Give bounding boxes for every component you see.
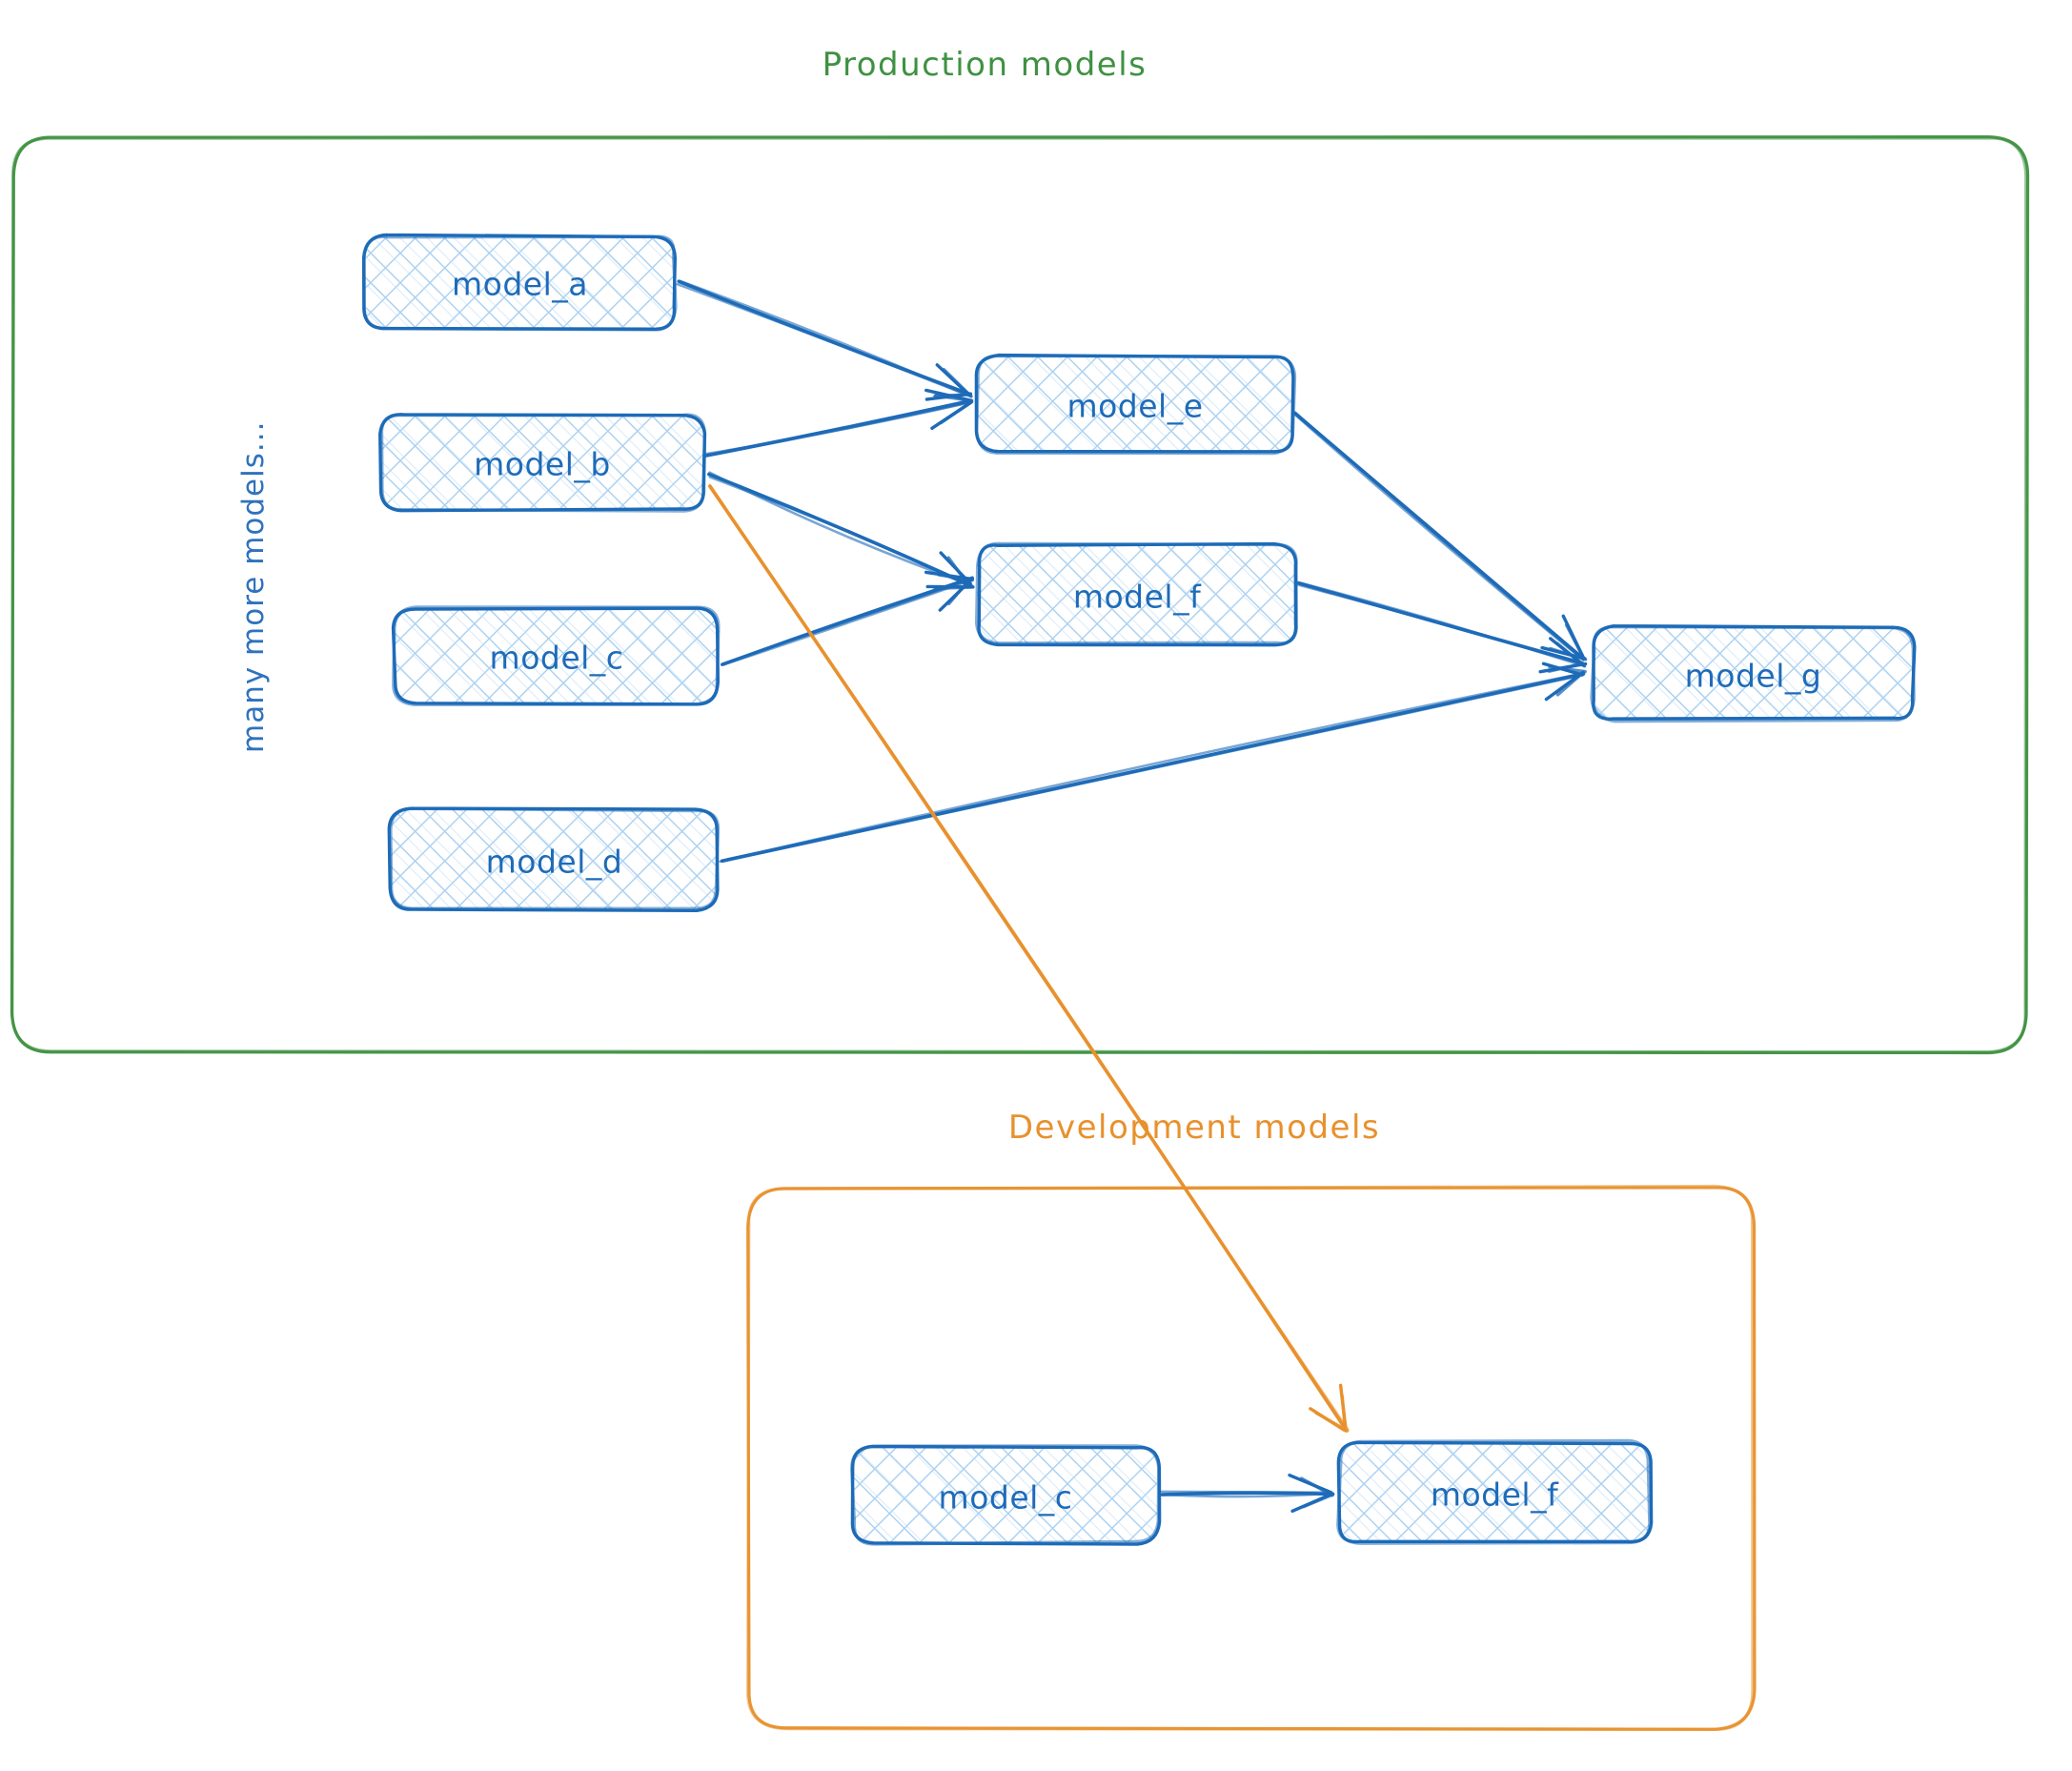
node-prod_model_d[interactable] (387, 806, 721, 913)
edge-stroke (1293, 411, 1584, 660)
node-hatch-fill-2 (391, 808, 718, 909)
edge-b-f[interactable] (707, 471, 975, 591)
node-dev_model_c[interactable] (849, 1444, 1162, 1546)
many-more-models: many more models... (236, 420, 271, 753)
group-container-production[interactable] (10, 135, 2030, 1055)
edge-c-f[interactable] (720, 570, 974, 666)
node-border (849, 1444, 1161, 1546)
node-prod_model_b[interactable] (378, 413, 707, 513)
node-border (975, 354, 1297, 456)
edge-f-g[interactable] (1295, 580, 1588, 674)
node-border (389, 806, 721, 910)
edge-stroke (708, 476, 971, 586)
node-hatch-fill-2 (363, 234, 676, 329)
node-prod_model_g[interactable] (1590, 623, 1917, 723)
group-containers-layer (10, 135, 2030, 1731)
arrowhead-icon (1288, 1473, 1334, 1513)
node-border (974, 541, 1299, 645)
edge-stroke (1160, 1492, 1333, 1498)
edge-stroke (706, 401, 970, 458)
node-hatch-fill-2 (1337, 1442, 1650, 1543)
arrowhead-icon (1309, 1383, 1350, 1433)
edge-stroke (676, 282, 973, 398)
edge-a-e[interactable] (676, 279, 973, 401)
edge-stroke (719, 671, 1585, 864)
edge-b-devf[interactable] (708, 483, 1350, 1433)
node-border (379, 413, 707, 513)
node-prod_model_c[interactable] (391, 605, 721, 706)
node-hatch-fill-2 (380, 413, 704, 511)
group-border-development (746, 1184, 1755, 1731)
node-border (1590, 624, 1916, 723)
node-hatch-fill-2 (852, 1445, 1158, 1544)
node-border (1336, 1438, 1652, 1545)
arrowhead-icon (1541, 662, 1587, 702)
group-border-production (10, 136, 2028, 1054)
edge-b-e[interactable] (703, 388, 974, 458)
node-hatch-fill-2 (1592, 626, 1914, 721)
group-container-development[interactable] (746, 1184, 1757, 1731)
edge-stroke (722, 578, 974, 666)
edge-d-g[interactable] (719, 662, 1587, 864)
node-border (392, 605, 721, 706)
edge-stroke (708, 483, 1350, 1432)
edge-dev-c-f[interactable] (1160, 1473, 1335, 1513)
node-hatch-fill-2 (394, 607, 721, 704)
arrowhead-icon (924, 570, 974, 612)
group-title-development: Development models (1007, 1109, 1381, 1147)
edges-layer (676, 279, 1588, 1513)
edge-stroke (721, 673, 1584, 864)
node-prod_model_a[interactable] (361, 233, 678, 332)
nodes-layer (361, 233, 1917, 1546)
node-prod_model_e[interactable] (974, 353, 1297, 456)
node-prod_model_f[interactable] (974, 541, 1299, 647)
edge-stroke (1295, 582, 1584, 664)
node-hatch-fill-2 (976, 356, 1295, 452)
node-hatch-fill-2 (976, 543, 1297, 646)
edge-e-g[interactable] (1293, 411, 1588, 662)
arrowhead-icon (924, 388, 974, 430)
edge-stroke (1160, 1490, 1333, 1495)
group-title-production: Production models (822, 46, 1148, 84)
node-dev_model_f[interactable] (1336, 1438, 1654, 1545)
node-border (362, 234, 678, 332)
